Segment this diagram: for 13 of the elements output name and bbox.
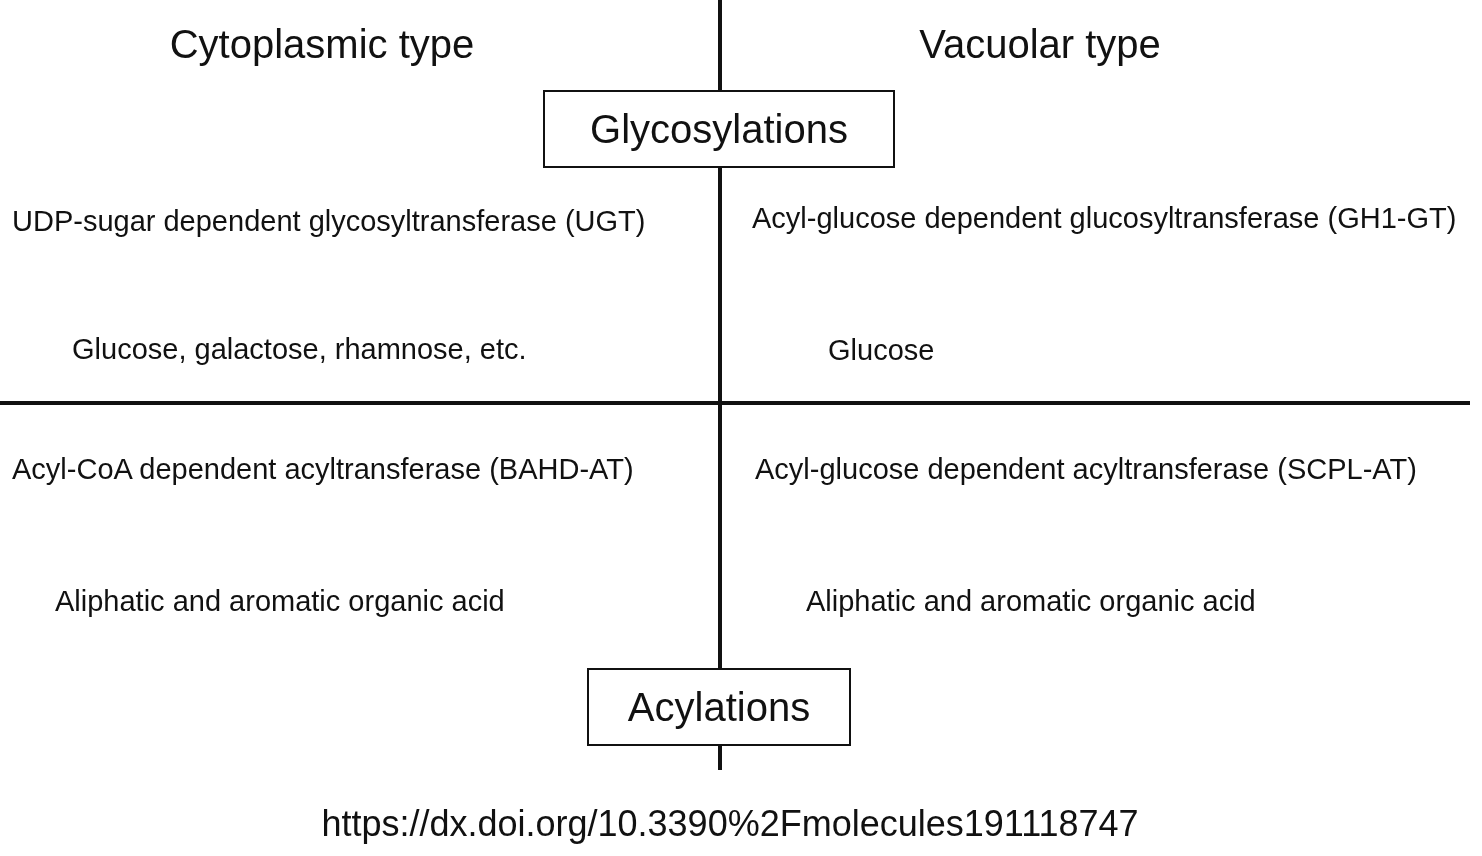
category-box: Acylations <box>587 668 851 746</box>
enzyme-label: Acyl-glucose dependent acyltransferase (SCPL-AT) <box>755 452 1418 487</box>
substrate-label: Aliphatic and aromatic organic acid <box>55 584 506 619</box>
column-heading: Vacuolar type <box>918 21 1162 68</box>
column-heading: Cytoplasmic type <box>168 21 476 68</box>
enzyme-label: Acyl-CoA dependent acyltransferase (BAHD-AT) <box>12 452 635 487</box>
substrate-label: Glucose, galactose, rhamnose, etc. <box>72 332 528 367</box>
enzyme-label: UDP-sugar dependent glycosyltransferase (UGT) <box>12 204 647 239</box>
source-url: https://dx.doi.org/10.3390%2Fmolecules191118747 <box>320 802 1140 846</box>
substrate-label: Aliphatic and aromatic organic acid <box>806 584 1257 619</box>
enzyme-label: Acyl-glucose dependent glucosyltransferase (GH1-GT) <box>752 201 1458 236</box>
substrate-label: Glucose <box>828 333 936 368</box>
category-box: Glycosylations <box>543 90 895 168</box>
